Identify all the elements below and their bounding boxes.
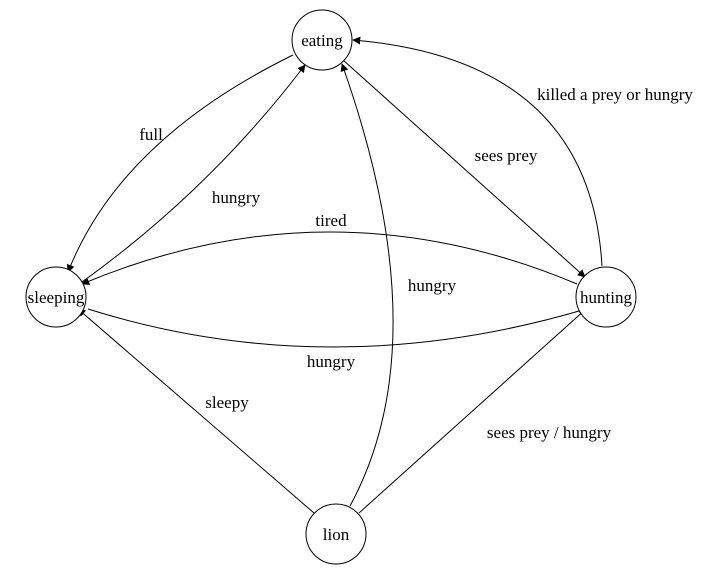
node-eating-circle [291,9,353,71]
edge-label-tired: tired [315,211,347,230]
edge-label-full: full [139,125,163,144]
edge-lion-to-sleeping [77,308,315,514]
edge-hunting-to-sleeping [81,231,578,285]
edge-sleeping-to-eating [81,64,306,283]
node-eating: eating [291,9,353,71]
edge-label-sleepy: sleepy [205,393,249,412]
edge-label-killed-a-prey-or-hungry: killed a prey or hungry [537,85,693,104]
edge-hunting-to-eating [352,36,603,267]
edge-label-hungry-lion-to-eating: hungry [408,276,457,295]
node-sleeping: sleeping [25,266,87,328]
edge-label-hungry-sleeping-to-eating: hungry [212,188,261,207]
edge-lion-to-hunting [358,308,587,514]
edge-label-hungry-sleeping-to-hunting: hungry [307,352,356,371]
edge-eating-to-hunting [342,59,586,278]
node-lion: lion [305,503,367,565]
node-hunting-label: hunting [580,288,632,307]
node-eating-label: eating [301,31,343,50]
edge-label-sees-prey: sees prey [475,146,538,165]
node-hunting: hunting [575,266,637,328]
node-lion-circle [305,503,367,565]
edge-sleeping-to-hunting [87,307,587,348]
node-lion-label: lion [323,525,350,544]
node-sleeping-circle [25,266,87,328]
edge-lion-to-eating [340,63,394,507]
edge-eating-to-sleeping [66,54,294,273]
edge-label-sees-prey-hungry: sees prey / hungry [487,423,612,442]
node-hunting-circle [575,266,637,328]
node-sleeping-label: sleeping [28,288,85,307]
